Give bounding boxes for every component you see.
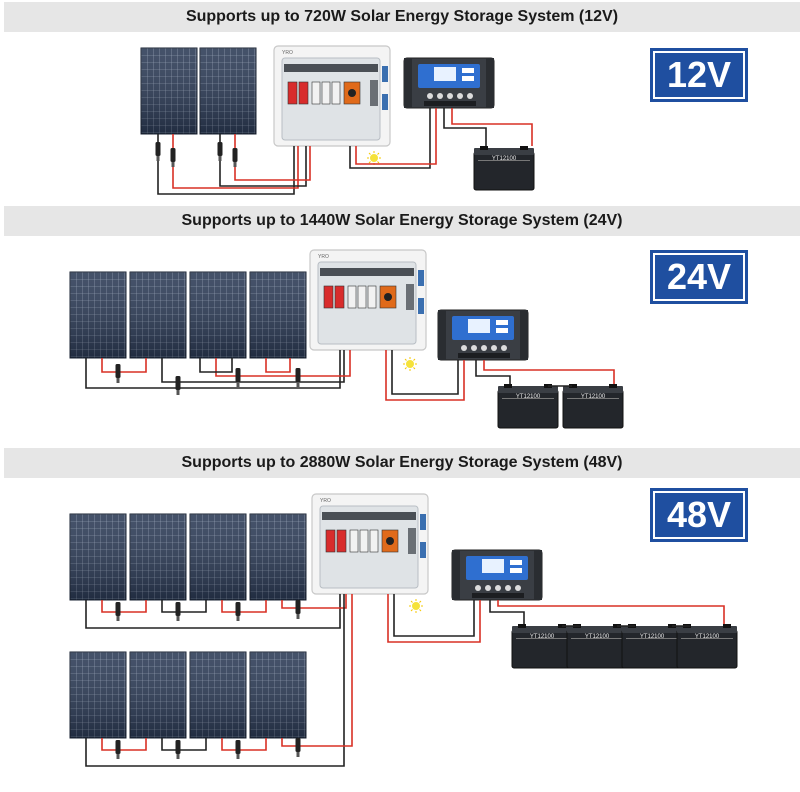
system-12v: YRO YT12100 [140,45,535,195]
voltage-label: 48V [666,494,732,535]
battery [621,623,683,669]
battery [566,623,628,669]
solar-panel [129,651,187,739]
solar-panel [249,271,307,359]
section-title: Supports up to 1440W Solar Energy Storag… [181,212,623,229]
battery [562,383,624,429]
solar-panel [189,651,247,739]
combiner-brand: YRO [282,50,293,56]
voltage-badge-48v: 48V [650,488,748,542]
voltage-badge-12v: 12V [650,48,748,102]
battery-label: YT12100 [695,634,720,640]
combiner-brand: YRO [320,498,331,504]
section-title: Supports up to 2880W Solar Energy Storag… [181,454,623,471]
light-bulb-icon [408,598,424,614]
solar-panel [249,651,307,739]
section-title: Supports up to 720W Solar Energy Storage… [185,8,619,25]
mc4-connector-icon [115,364,301,395]
combiner-box [309,249,427,351]
solar-panel [69,271,127,359]
mc4-connector-icon [155,142,238,167]
light-bulb-icon [402,356,418,372]
solar-panel [189,271,247,359]
light-bulb-icon [366,150,382,166]
solar-panel [199,47,257,135]
solar-panel [129,271,187,359]
section-banner-24v: Supports up to 1440W Solar Energy Storag… [4,206,800,236]
system-48v: YRO YT12100 YT12100 YT12100 YT12100 [69,493,738,767]
solar-panel [129,513,187,601]
section-banner-48v: Supports up to 2880W Solar Energy Storag… [4,448,800,478]
solar-panel [249,513,307,601]
charge-controller [437,309,529,361]
battery-label: YT12100 [581,394,606,400]
wires [157,108,533,195]
solar-panel [140,47,198,135]
battery-label: YT12100 [492,156,517,162]
voltage-badge-24v: 24V [650,250,748,304]
voltage-label: 12V [666,54,732,95]
battery [497,383,559,429]
wires [85,350,615,401]
wires [85,594,725,767]
battery [511,623,573,669]
system-24v: YRO YT12100 YT12100 [69,249,624,429]
solar-panel [69,513,127,601]
charge-controller [403,57,495,109]
combiner-brand: YRO [318,254,329,260]
battery-label: YT12100 [585,634,610,640]
battery-label: YT12100 [530,634,555,640]
section-banner-12v: Supports up to 720W Solar Energy Storage… [4,2,800,32]
charge-controller [451,549,543,601]
battery [676,623,738,669]
solar-panel [69,651,127,739]
combiner-box [273,45,391,147]
battery-label: YT12100 [516,394,541,400]
solar-panel [189,513,247,601]
battery [473,145,535,191]
voltage-label: 24V [666,256,732,297]
battery-label: YT12100 [640,634,665,640]
combiner-box [311,493,429,595]
